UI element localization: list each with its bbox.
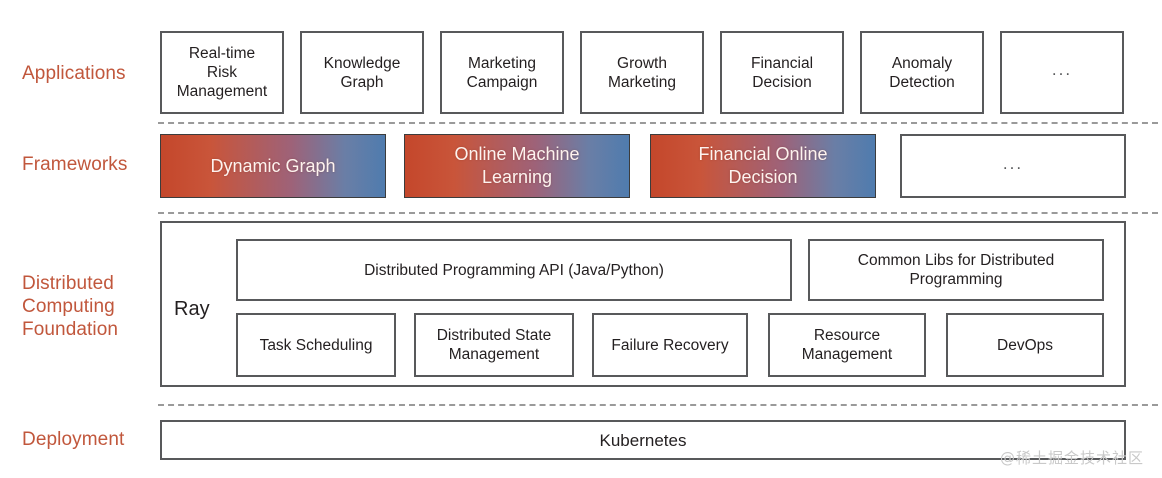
separator-frameworks-foundation <box>158 212 1158 214</box>
foundation-box-distributed-programming-api[interactable]: Distributed Programming API (Java/Python… <box>236 239 792 301</box>
foundation-box-failure-recovery[interactable]: Failure Recovery <box>592 313 748 377</box>
framework-box-dynamic-graph[interactable]: Dynamic Graph <box>160 134 386 198</box>
separator-applications-frameworks <box>158 122 1158 124</box>
separator-foundation-deployment <box>158 404 1158 406</box>
foundation-box-task-scheduling[interactable]: Task Scheduling <box>236 313 396 377</box>
app-box-more-ellipsis[interactable]: ... <box>1000 31 1124 114</box>
row-label-frameworks: Frameworks <box>22 154 128 175</box>
foundation-box-devops[interactable]: DevOps <box>946 313 1104 377</box>
framework-box-more-ellipsis[interactable]: ... <box>900 134 1126 198</box>
deployment-box-kubernetes[interactable]: Kubernetes <box>160 420 1126 460</box>
row-label-deployment: Deployment <box>22 429 125 450</box>
watermark: @稀土掘金技术社区 <box>999 449 1144 467</box>
row-label-applications: Applications <box>22 63 126 84</box>
ray-label: Ray <box>174 298 210 320</box>
